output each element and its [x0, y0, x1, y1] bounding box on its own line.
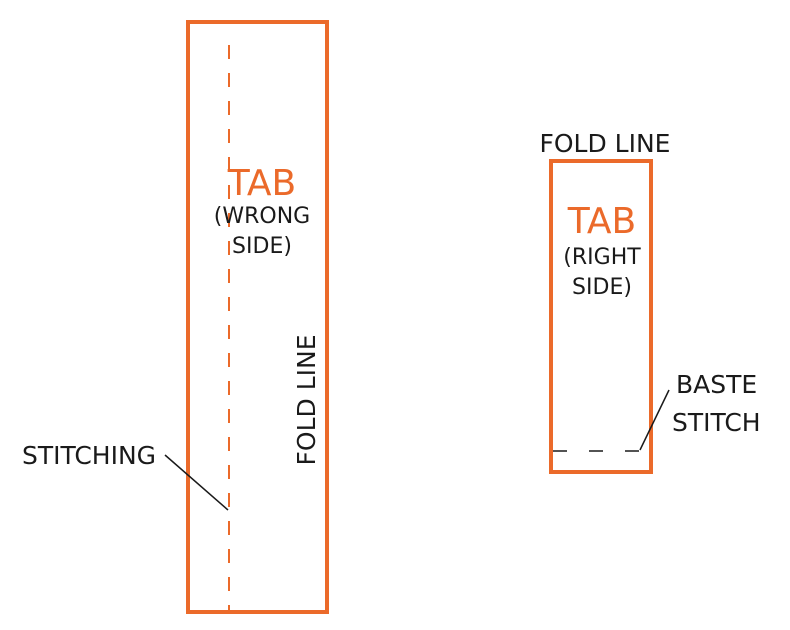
right-tab-sub1: (RIGHT — [563, 245, 641, 270]
baste-label-1: BASTE — [676, 370, 757, 399]
left-tab-sub2: SIDE) — [232, 234, 292, 259]
left-tab-title: TAB — [227, 163, 297, 204]
right-tab-outline — [549, 159, 653, 474]
left-fold-line-label: FOLD LINE — [292, 335, 321, 466]
stitching-label: STITCHING — [22, 441, 156, 470]
left-tab-sub1: (WRONG — [214, 204, 310, 229]
baste-leader-line — [639, 389, 670, 451]
stitching-leader-line — [164, 454, 229, 511]
baste-label-2: STITCH — [672, 408, 761, 437]
right-tab-title: TAB — [567, 201, 637, 242]
right-tab-sub2: SIDE) — [572, 275, 632, 300]
left-tab-outline — [186, 20, 329, 614]
right-fold-line-label: FOLD LINE — [540, 129, 671, 158]
